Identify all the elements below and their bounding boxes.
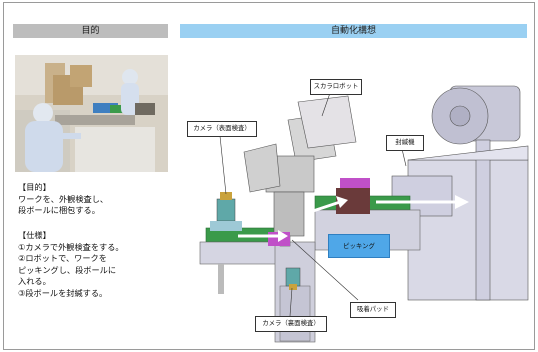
workpiece-in-box [340, 178, 370, 190]
spec-text: 【仕様】 ①カメラで外観検査をする。 ②ロボットで、ワークを ピッキングし、段ボ… [18, 230, 124, 299]
purpose-line: 段ボールに梱包する。 [18, 205, 100, 215]
purpose-text: 【目的】 ワークを、外観検査し、 段ボールに梱包する。 [18, 182, 108, 217]
sealer-machine [391, 85, 529, 301]
sealer-label: 封緘機 [386, 135, 424, 151]
spec-line: ピッキングし、段ボールに [18, 264, 117, 275]
spec-line: ②ロボットで、ワークを [18, 253, 107, 263]
camera-top-label: カメラ（表面検査） [187, 121, 257, 137]
leader-lines [219, 92, 407, 317]
purpose-heading: 【目的】 [18, 182, 51, 192]
factory-workers-photo [15, 55, 168, 172]
automation-concept-header: 自動化構想 [180, 24, 527, 38]
spec-heading: 【仕様】 [18, 230, 51, 240]
camera-bottom-label: カメラ（裏面検査） [255, 316, 327, 332]
suction-pad-label: 吸着パッド [350, 302, 396, 318]
purpose-line: ワークを、外観検査し、 [18, 193, 109, 204]
spec-line: 入れる。 [18, 276, 51, 286]
flow-arrows [238, 195, 469, 242]
camera-bottom [285, 267, 301, 290]
automation-diagram [199, 85, 529, 343]
picking-label: ピッキング [328, 234, 390, 258]
purpose-header: 目的 [13, 24, 168, 38]
scara-robot-label: スカラロボット [310, 79, 362, 95]
camera-top [210, 192, 242, 231]
spec-line: ①カメラで外観検査をする。 [18, 241, 124, 252]
scara-robot [243, 95, 357, 247]
spec-line: ③段ボールを封緘する。 [18, 287, 108, 298]
